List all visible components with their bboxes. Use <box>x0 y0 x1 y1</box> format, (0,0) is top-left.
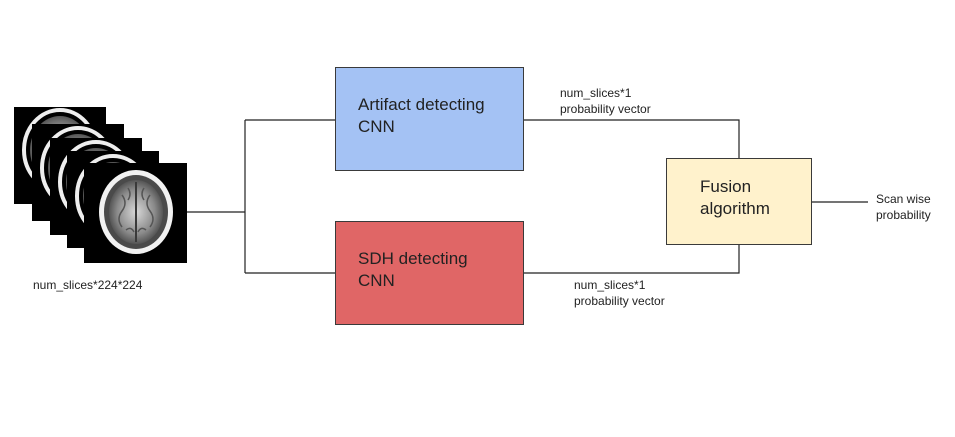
fusion-label-line1: Fusion <box>700 177 752 196</box>
fusion-algorithm-label: Fusion algorithm <box>700 176 770 220</box>
sdh-output-label: num_slices*1 probability vector <box>574 277 665 309</box>
ct-slice-front <box>84 163 187 263</box>
sdh-to-fusion-connector <box>524 245 740 274</box>
artifact-cnn-label: Artifact detecting CNN <box>358 94 485 138</box>
input-shape-label: num_slices*224*224 <box>33 278 143 292</box>
artifact-to-fusion-connector <box>524 119 740 158</box>
final-output-line1: Scan wise <box>876 192 931 206</box>
artifact-cnn-box: Artifact detecting CNN <box>335 67 524 171</box>
sdh-cnn-label-line1: SDH detecting <box>358 249 468 268</box>
sdh-output-line2: probability vector <box>574 294 665 308</box>
sdh-cnn-label-line2: CNN <box>358 271 395 290</box>
final-output-line2: probability <box>876 208 931 222</box>
artifact-cnn-label-line2: CNN <box>358 117 395 136</box>
sdh-cnn-label: SDH detecting CNN <box>358 248 468 292</box>
ct-slice-stack <box>14 107 187 263</box>
fusion-label-line2: algorithm <box>700 199 770 218</box>
fusion-algorithm-box: Fusion algorithm <box>666 158 812 245</box>
artifact-output-line1: num_slices*1 <box>560 86 632 100</box>
sdh-cnn-box: SDH detecting CNN <box>335 221 524 325</box>
artifact-output-line2: probability vector <box>560 102 651 116</box>
artifact-output-label: num_slices*1 probability vector <box>560 85 651 117</box>
final-output-label: Scan wise probability <box>876 191 931 223</box>
sdh-output-line1: num_slices*1 <box>574 278 646 292</box>
artifact-cnn-label-line1: Artifact detecting <box>358 95 485 114</box>
